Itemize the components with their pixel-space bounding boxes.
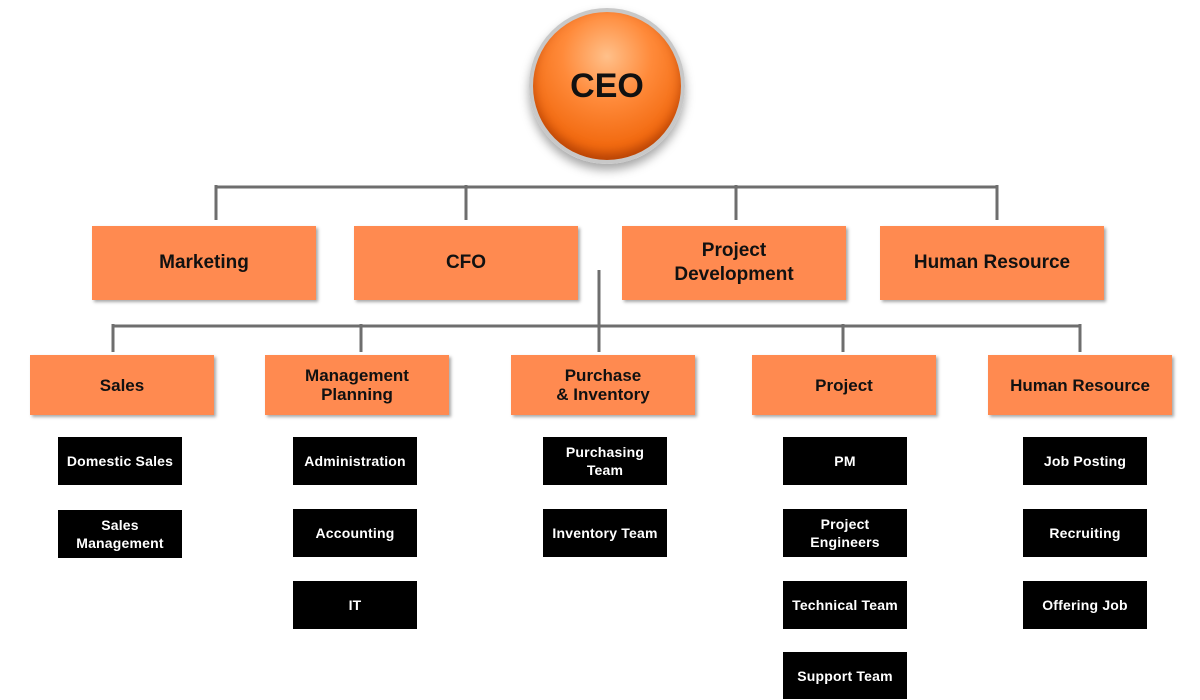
team-project-engineers: Project Engineers xyxy=(783,509,907,557)
unit-sales: Sales xyxy=(30,355,214,415)
unit-management-planning: Management Planning xyxy=(265,355,449,415)
team-accounting: Accounting xyxy=(293,509,417,557)
team-inventory: Inventory Team xyxy=(543,509,667,557)
team-support: Support Team xyxy=(783,652,907,699)
unit-project: Project xyxy=(752,355,936,415)
team-technical: Technical Team xyxy=(783,581,907,629)
team-it: IT xyxy=(293,581,417,629)
team-offering-job: Offering Job xyxy=(1023,581,1147,629)
unit-purchase-inventory: Purchase & Inventory xyxy=(511,355,695,415)
team-sales-management: Sales Management xyxy=(58,510,182,558)
team-administration: Administration xyxy=(293,437,417,485)
dept-cfo: CFO xyxy=(354,226,578,300)
team-domestic-sales: Domestic Sales xyxy=(58,437,182,485)
ceo-node: CEO xyxy=(529,8,685,164)
dept-human-resource: Human Resource xyxy=(880,226,1104,300)
unit-human-resource: Human Resource xyxy=(988,355,1172,415)
team-job-posting: Job Posting xyxy=(1023,437,1147,485)
dept-project-development: Project Development xyxy=(622,226,846,300)
team-pm: PM xyxy=(783,437,907,485)
team-recruiting: Recruiting xyxy=(1023,509,1147,557)
team-purchasing: Purchasing Team xyxy=(543,437,667,485)
dept-marketing: Marketing xyxy=(92,226,316,300)
